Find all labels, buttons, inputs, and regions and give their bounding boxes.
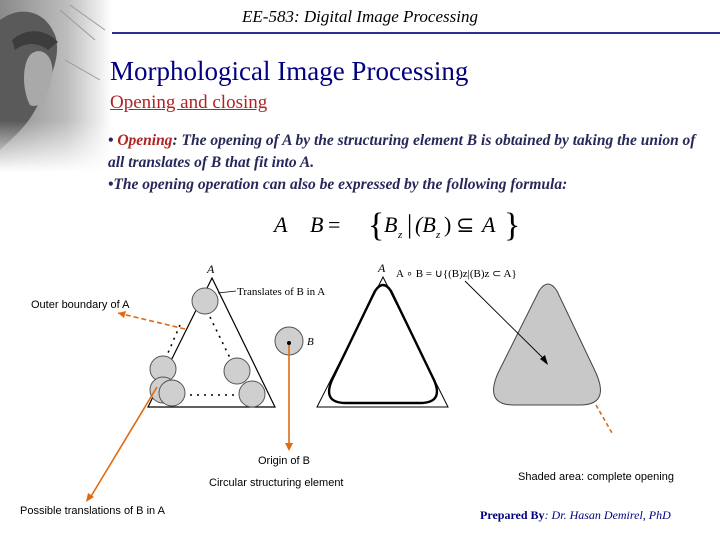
credit-author: : Dr. Hasan Demirel, PhD (544, 508, 671, 522)
label-a-middle: A (377, 261, 386, 275)
formula-bz2: (B (415, 212, 436, 237)
opening-union-formula: A ∘ B = ∪{(B)z|(B)z ⊂ A} (396, 268, 517, 280)
formula-rhs: A (480, 212, 496, 237)
bullet-opening-definition: • Opening: The opening of A by the struc… (108, 130, 708, 174)
formula-pointer-head (540, 355, 548, 365)
formula-operand: B (310, 212, 323, 237)
translation-path-dots (167, 316, 236, 396)
formula-close-paren: ) (444, 212, 451, 237)
label-a-left: A (206, 262, 215, 276)
formula-set-open: { (368, 207, 384, 244)
translate-circle-right (223, 357, 251, 385)
possible-translations-pointer-head (86, 493, 94, 502)
bullet-marker: • (108, 132, 118, 149)
origin-of-b-label: Origin of B (258, 455, 310, 467)
credit-line: Prepared By: Dr. Hasan Demirel, PhD (480, 508, 671, 523)
shaded-opening (493, 283, 601, 406)
formula-lhs: A (272, 212, 288, 237)
origin-dot (287, 341, 291, 345)
outer-boundary-pointer (117, 312, 186, 330)
header-rule (0, 32, 720, 34)
outer-boundary-pointer-head (118, 311, 126, 318)
triangle-a-middle (316, 275, 449, 408)
slide-title: Morphological Image Processing (110, 56, 469, 86)
formula-subset: ⊆ (456, 212, 474, 237)
slide-header: EE-583: Digital Image Processing (0, 0, 720, 36)
translate-circle-bottom-left (158, 379, 186, 407)
slide-subtitle: Opening and closing (110, 92, 268, 113)
formula-bar: | (407, 210, 412, 239)
label-b: B (307, 336, 314, 348)
shaded-area-label: Shaded area: complete opening (518, 471, 674, 483)
credit-prepared-by: Prepared By (480, 508, 545, 522)
opening-formula: A B = { B z | (B z ) ⊆ A } (272, 207, 520, 244)
triangle-a-left (147, 276, 276, 408)
body-text: • Opening: The opening of A by the struc… (108, 130, 708, 196)
formula-set-close: } (504, 207, 520, 244)
shaded-area-pointer (595, 404, 613, 434)
formula-bz: B (384, 212, 397, 237)
outer-boundary-label: Outer boundary of A (31, 299, 130, 311)
bullet-opening-formula: •The opening operation can also be expre… (108, 176, 568, 193)
possible-translations-pointer (89, 386, 158, 499)
translate-circle-bottom-right (238, 380, 266, 408)
possible-translations-label: Possible translations of B in A (20, 505, 166, 517)
corner-photo (0, 0, 112, 172)
formula-sub-z: z (397, 229, 403, 241)
formula-sub-z2: z (435, 229, 441, 241)
opening-term: Opening (117, 132, 173, 149)
circular-element-label: Circular structuring element (209, 477, 344, 489)
translate-circle-top (191, 287, 219, 315)
opening-figure: A Translates of B in A B A A ∘ B = ∪{(B)… (20, 261, 674, 517)
formula-equals: = (328, 212, 340, 237)
translates-label: Translates of B in A (237, 286, 325, 298)
translates-leader (217, 290, 237, 294)
formula-pointer (464, 280, 547, 362)
header-title: EE-583: Digital Image Processing (242, 7, 478, 26)
origin-arrowhead (285, 443, 293, 451)
opening-boundary (327, 283, 439, 405)
opening-definition-text: : The opening of A by the structuring el… (108, 132, 696, 171)
